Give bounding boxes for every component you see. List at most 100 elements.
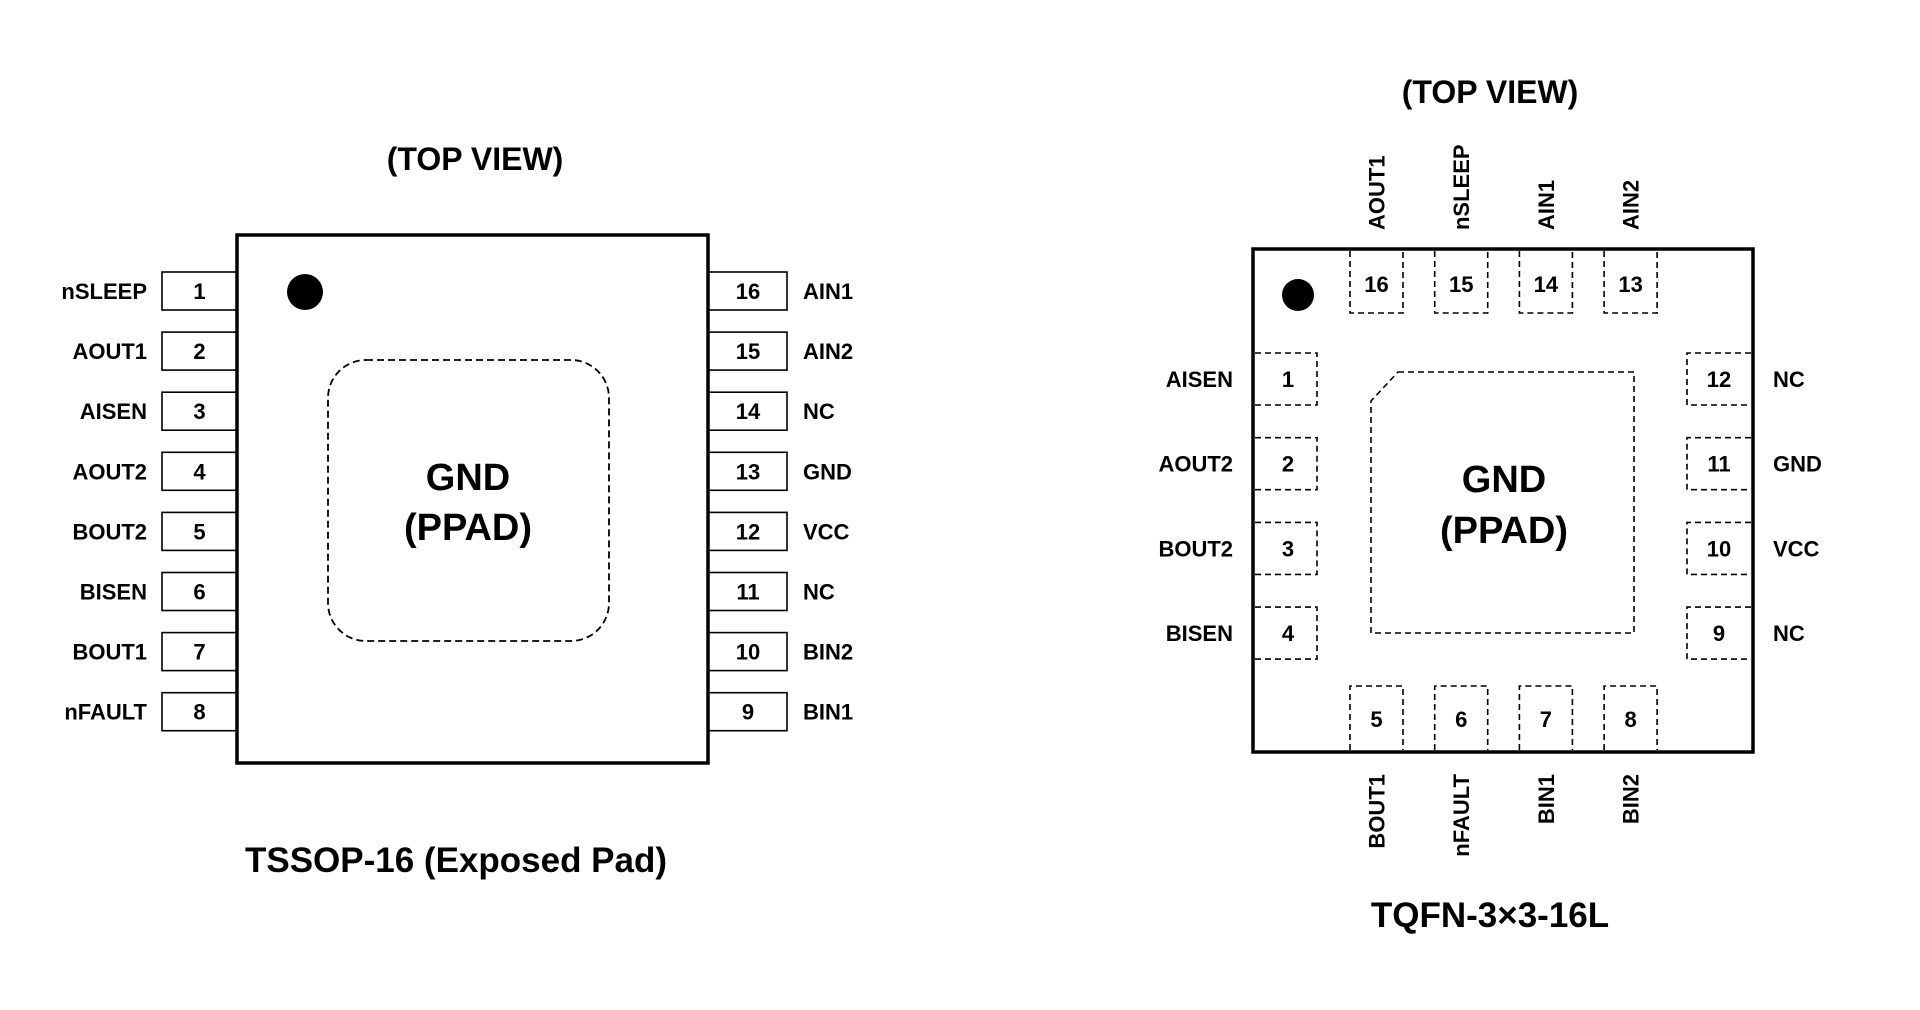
pin-name: AISEN xyxy=(1166,367,1233,392)
pin-number: 16 xyxy=(736,279,760,304)
pin-number: 5 xyxy=(1370,707,1382,732)
pin-pad xyxy=(1603,685,1658,750)
pin-name: nFAULT xyxy=(64,700,147,725)
pin-number: 6 xyxy=(1455,707,1467,732)
tssop-body xyxy=(235,233,710,765)
pin-lead xyxy=(707,451,788,492)
pin-number: 7 xyxy=(1540,707,1552,732)
pin-number: 3 xyxy=(193,399,205,424)
pin-lead xyxy=(161,271,238,311)
pin-pad xyxy=(1603,251,1658,314)
pin-number: 11 xyxy=(1707,452,1730,477)
pin-lead xyxy=(161,391,238,432)
pin-name: nSLEEP xyxy=(61,279,147,304)
pin-number: 15 xyxy=(736,339,760,364)
pin-lead xyxy=(161,631,238,672)
pin-name: GND xyxy=(803,459,852,484)
pin-lead xyxy=(161,571,238,612)
pin-number: 10 xyxy=(736,640,760,665)
pin-name: AIN1 xyxy=(803,279,853,304)
pin-lead xyxy=(707,631,788,672)
tqfn-pin-1: 1 AISEN xyxy=(1166,352,1318,406)
tqfn-pad-label-ppad: (PPAD) xyxy=(1440,510,1568,552)
pin-lead xyxy=(161,331,238,371)
tqfn-caption: TQFN-3×3-16L xyxy=(1371,896,1609,935)
pin-name: nFAULT xyxy=(1449,773,1474,856)
pin-pad xyxy=(1255,352,1318,406)
tssop-pin-4: 4 AOUT2 xyxy=(72,451,238,492)
pin-name: AIN2 xyxy=(803,339,853,364)
pin-number: 15 xyxy=(1449,272,1473,297)
pin-number: 10 xyxy=(1707,536,1731,561)
pin-name: AISEN xyxy=(80,399,147,424)
pin-name: nSLEEP xyxy=(1449,144,1474,230)
pin-number: 14 xyxy=(1534,272,1559,297)
pin-pad xyxy=(1255,606,1318,660)
pin-name: BIN2 xyxy=(1619,774,1644,824)
pin-number: 4 xyxy=(193,459,206,484)
pin-pad xyxy=(1518,251,1574,314)
pin-number: 8 xyxy=(1624,707,1636,732)
pin-name: AOUT1 xyxy=(1365,155,1390,230)
pin-number: 13 xyxy=(736,459,760,484)
pin-name: BOUT1 xyxy=(72,640,147,665)
tssop-pin-14: 14 NC xyxy=(707,391,835,432)
pin-pad xyxy=(1686,352,1751,406)
pin-number: 3 xyxy=(1282,536,1294,561)
pin-number: 4 xyxy=(1282,621,1295,646)
pin-name: VCC xyxy=(803,519,850,544)
pin-number: 12 xyxy=(736,519,760,544)
tssop-left-pin-group: 1nSLEEP2AOUT13AISEN4AOUT25BOUT26BISEN7BO… xyxy=(61,271,238,732)
pin-pad xyxy=(1349,251,1404,314)
pin-name: BOUT2 xyxy=(72,519,147,544)
tqfn-package: (TOP VIEW) GND (PPAD) 16AOUT115nSLEEP14A… xyxy=(1158,74,1821,935)
tssop-package: (TOP VIEW) 1nSLEEP2AOUT13AISEN4AOUT25BOU… xyxy=(61,141,853,880)
pin-name: GND xyxy=(1773,452,1822,477)
tssop-pin-9: 9 BIN1 xyxy=(707,691,853,732)
pin-pad xyxy=(1349,685,1404,750)
tssop-caption: TSSOP-16 (Exposed Pad) xyxy=(245,841,667,880)
pin-number: 12 xyxy=(1707,367,1731,392)
pin-pad xyxy=(1255,521,1318,576)
pin-number: 1 xyxy=(1282,367,1294,392)
pin-name: NC xyxy=(803,399,835,424)
pin-number: 2 xyxy=(193,339,205,364)
pin-name: AIN1 xyxy=(1534,180,1559,230)
tqfn-pin-11: 11 GND xyxy=(1686,436,1822,491)
pin-number: 13 xyxy=(1618,272,1642,297)
tssop-pad-label-gnd: GND xyxy=(426,457,510,499)
tssop-pin-13: 13 GND xyxy=(707,451,852,492)
pin-number: 16 xyxy=(1364,272,1388,297)
pin-number: 8 xyxy=(193,700,205,725)
pin-name: BIN1 xyxy=(803,700,853,725)
tssop-pin-3: 3 AISEN xyxy=(80,391,238,432)
pin-number: 9 xyxy=(742,700,754,725)
pin-name: NC xyxy=(1773,621,1805,646)
pin-lead xyxy=(707,571,788,612)
tqfn-pad-label-gnd: GND xyxy=(1462,459,1546,501)
pin-name: NC xyxy=(803,580,835,605)
pin-name: AOUT2 xyxy=(72,459,147,484)
tssop-view-label: (TOP VIEW) xyxy=(387,141,564,177)
pin-name: BOUT1 xyxy=(1365,774,1390,849)
pin-number: 6 xyxy=(193,580,205,605)
tssop-pin-12: 12 VCC xyxy=(707,511,850,552)
pin-number: 14 xyxy=(736,399,761,424)
pin-pad xyxy=(1255,436,1318,491)
